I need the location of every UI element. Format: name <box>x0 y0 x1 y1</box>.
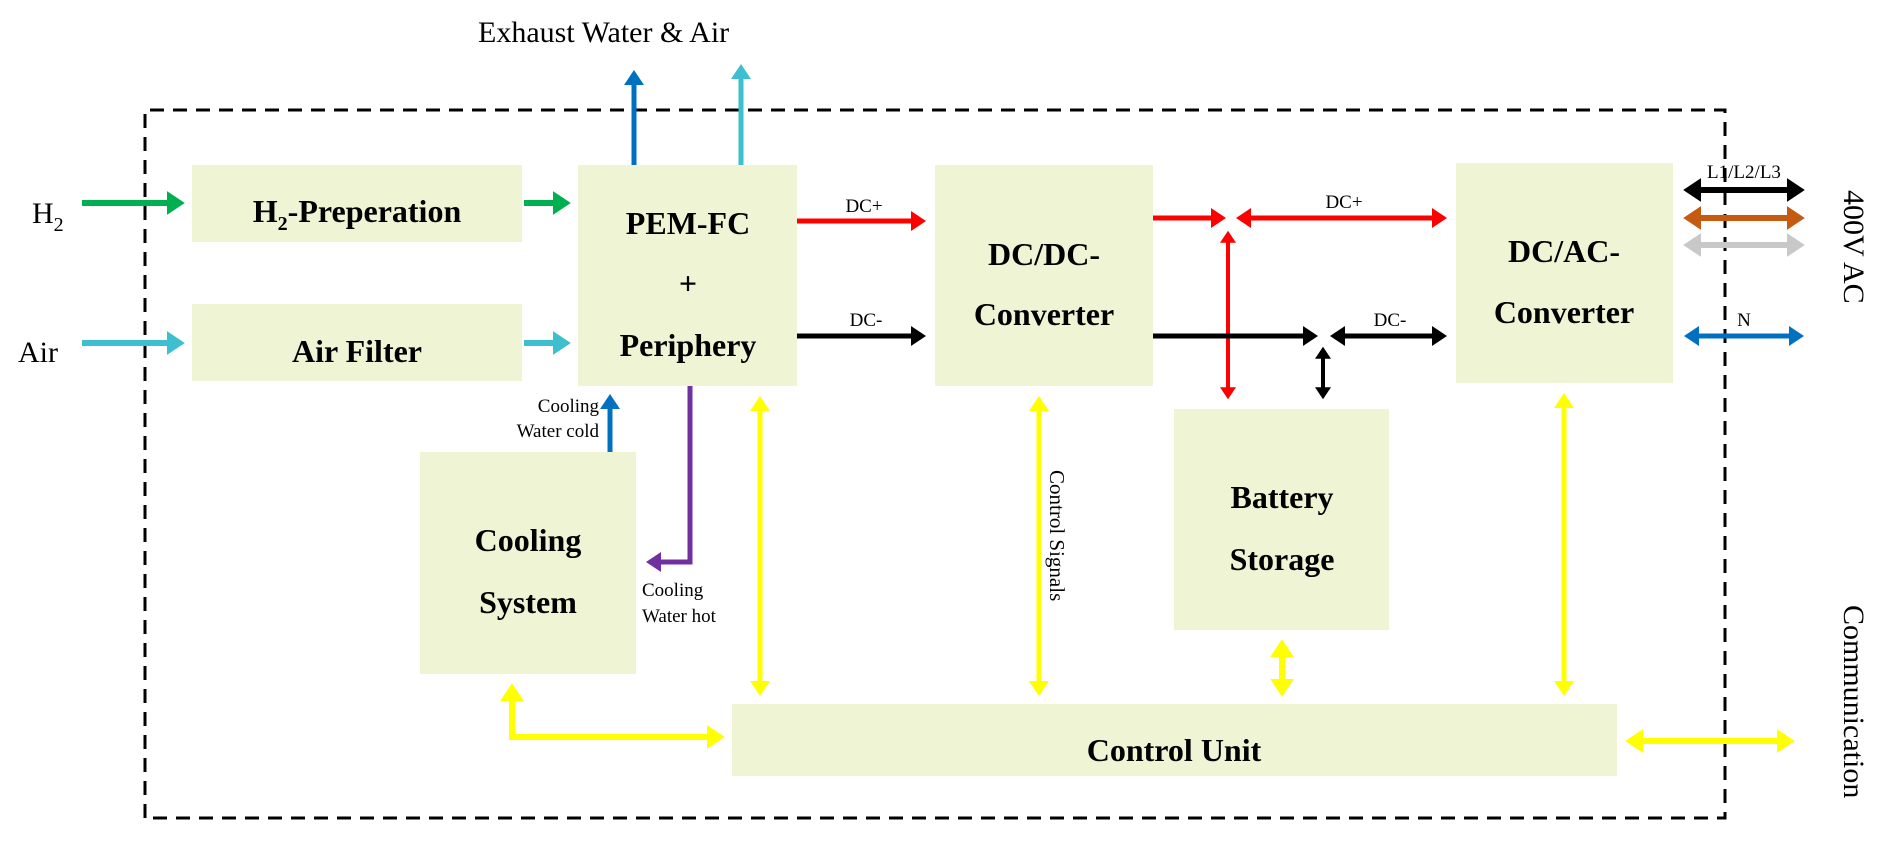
block-dcdc-converter[interactable]: DC/DC- Converter <box>935 165 1153 386</box>
h2-prep-label-h: H <box>253 193 278 229</box>
label-cooling-cold-1: Cooling <box>538 396 600 417</box>
label-dc-plus-2: DC+ <box>1325 192 1362 213</box>
block-air-filter[interactable]: Air Filter <box>192 304 522 381</box>
block-dcac-converter[interactable]: DC/AC- Converter <box>1456 163 1673 383</box>
block-control-unit[interactable]: Control Unit <box>732 704 1617 776</box>
label-cooling-hot-2: Water hot <box>642 606 717 627</box>
label-dc-minus-1: DC- <box>850 310 883 331</box>
h2-prep-label-sub: 2 <box>278 213 288 235</box>
label-cooling-hot-1: Cooling <box>642 580 704 601</box>
exhaust-label: Exhaust Water & Air <box>478 16 729 49</box>
label-dc-minus-2: DC- <box>1374 310 1407 331</box>
pem-fc-label-3: Periphery <box>620 327 757 363</box>
block-pem-fc[interactable]: PEM-FC + Periphery <box>578 165 797 386</box>
label-control-signals: Control Signals <box>1045 470 1069 601</box>
control-unit-label: Control Unit <box>1087 732 1262 768</box>
pem-fc-label-1: PEM-FC <box>626 205 750 241</box>
dcdc-label-2: Converter <box>974 296 1114 332</box>
block-cooling-system[interactable]: Cooling System <box>420 452 636 674</box>
cooling-label-1: Cooling <box>475 522 582 558</box>
h2-prep-label-rest: -Preperation <box>288 193 462 229</box>
label-phases: L1/L2/L3 <box>1707 162 1781 183</box>
block-battery-storage[interactable]: Battery Storage <box>1174 409 1389 630</box>
label-neutral: N <box>1737 310 1751 331</box>
dcac-label-2: Converter <box>1494 294 1634 330</box>
battery-label-2: Storage <box>1230 541 1335 577</box>
label-dc-plus-1: DC+ <box>845 196 882 217</box>
dcdc-label-1: DC/DC- <box>988 236 1100 272</box>
dcac-label-1: DC/AC- <box>1508 233 1620 269</box>
pem-fc-label-2: + <box>679 265 697 301</box>
cooling-label-2: System <box>479 584 577 620</box>
svg-text:H2-Preperation: H2-Preperation <box>253 193 462 235</box>
label-cooling-cold-2: Water cold <box>517 421 600 442</box>
input-air-label: Air <box>18 336 58 369</box>
input-h2-label: H2 <box>32 197 64 236</box>
output-400v-ac-label: 400V AC <box>1837 190 1870 304</box>
control-line-cooling <box>500 683 725 749</box>
battery-label-1: Battery <box>1230 479 1333 515</box>
arrow-cooling-water-hot <box>646 386 693 572</box>
air-filter-label: Air Filter <box>292 333 422 369</box>
output-communication-label: Communication <box>1837 605 1870 798</box>
block-h2-preparation[interactable]: H2-Preperation <box>192 165 522 242</box>
